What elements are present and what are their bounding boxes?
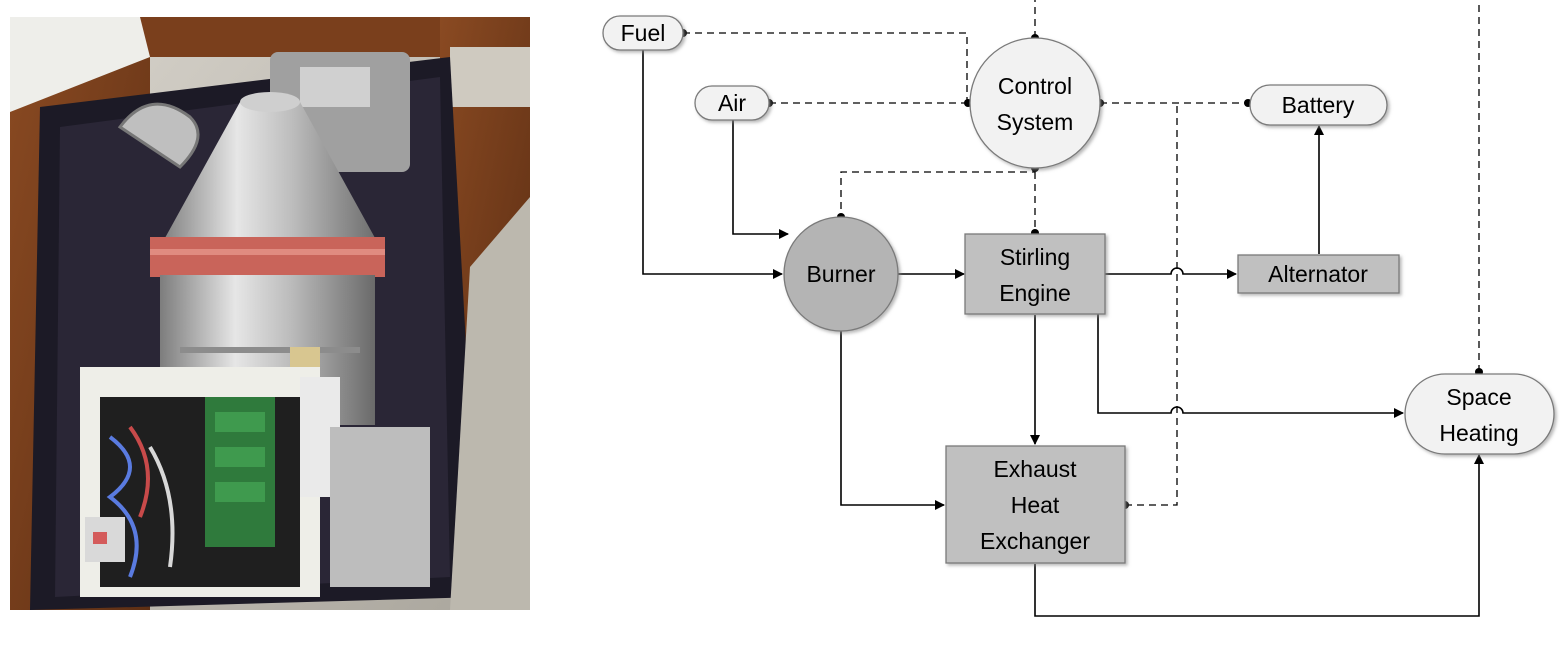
dashed-line-exhaust-to-control [1125, 103, 1177, 505]
flow-burner-to-exhaust [841, 331, 944, 505]
node-alternator: Alternator [1238, 255, 1399, 293]
node-air: Air [695, 86, 769, 120]
node-fuel-label: Fuel [621, 20, 666, 46]
flow-stirling-to-alternator [1105, 268, 1236, 274]
node-air-label: Air [718, 90, 746, 116]
flow-fuel-to-burner [643, 50, 782, 274]
node-space-heating-label-line2: Heating [1439, 420, 1518, 446]
node-alternator-label: Alternator [1268, 261, 1368, 287]
node-space-heating: Space Heating [1405, 374, 1554, 454]
flow-stirling-to-space-heating [1098, 314, 1403, 413]
node-exhaust-label-line1: Exhaust [993, 456, 1077, 482]
node-exhaust-label-line3: Exchanger [980, 528, 1090, 554]
node-fuel: Fuel [603, 16, 683, 50]
node-stirling-engine: Stirling Engine [965, 234, 1105, 314]
node-space-heating-label-line1: Space [1446, 384, 1511, 410]
node-exhaust-label-line2: Heat [1011, 492, 1060, 518]
flow-air-to-burner [733, 120, 788, 234]
node-control-system: Control System [970, 38, 1100, 168]
node-control-label-line1: Control [998, 73, 1072, 99]
node-battery-label: Battery [1282, 92, 1355, 118]
node-stirling-label-line2: Engine [999, 280, 1071, 306]
node-burner: Burner [784, 217, 898, 331]
node-control-label-line2: System [997, 109, 1074, 135]
node-stirling-label-line1: Stirling [1000, 244, 1070, 270]
node-burner-label: Burner [806, 261, 875, 287]
dashed-line-control-to-burner [841, 168, 1035, 217]
node-exhaust-heat-exchanger: Exhaust Heat Exchanger [946, 446, 1125, 563]
node-battery: Battery [1250, 85, 1387, 125]
